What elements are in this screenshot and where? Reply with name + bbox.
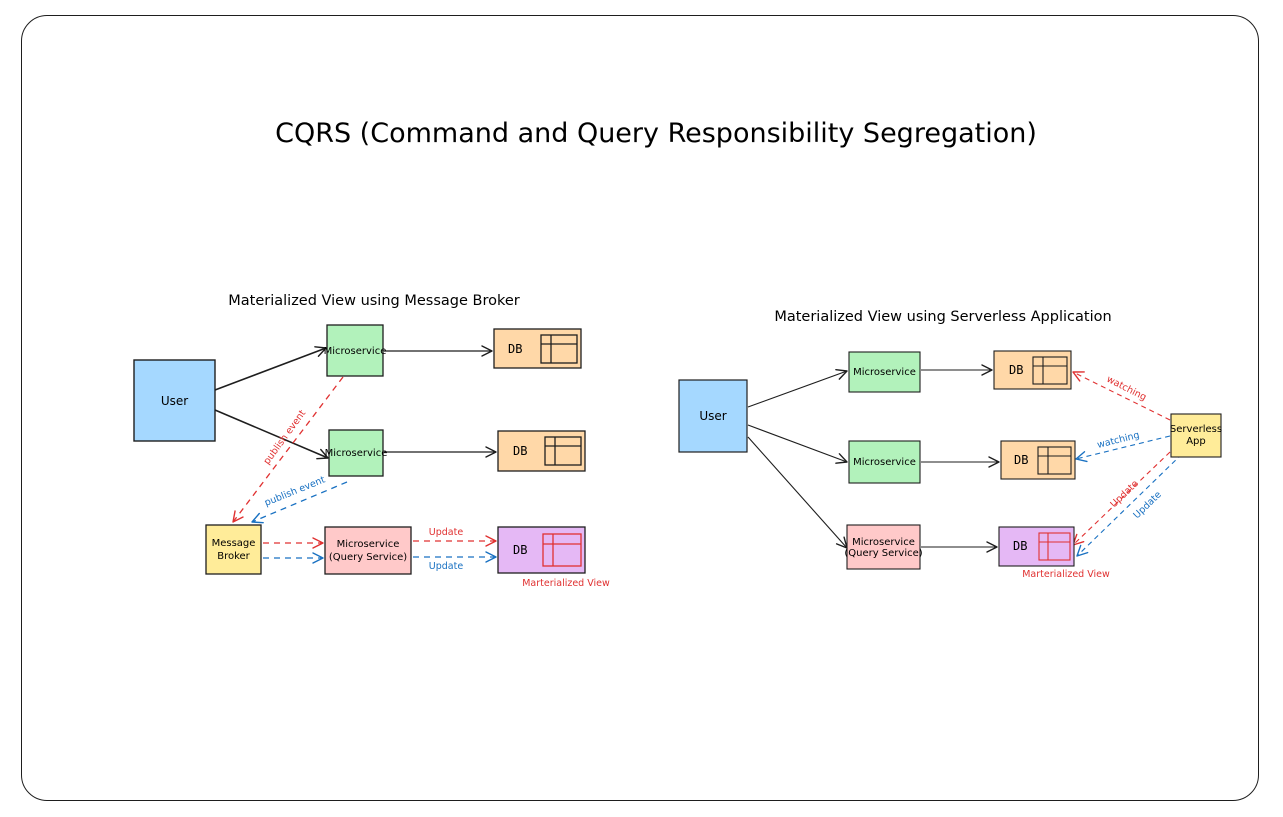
- table-icon: [1032, 356, 1068, 385]
- left-broker-label-2: Broker: [217, 551, 250, 562]
- left-query-service: Microservice (Query Service): [324, 526, 412, 575]
- table-icon: [544, 436, 582, 466]
- table-icon: [542, 533, 582, 567]
- right-ms-mid-label: Microservice: [853, 457, 916, 468]
- right-mv-caption: Marterialized View: [1022, 569, 1110, 580]
- edge-r-user-to-ms-top: [747, 369, 848, 408]
- right-db-view: DB: [998, 526, 1075, 567]
- left-db-mid: DB: [497, 430, 586, 472]
- left-microservice-mid: Microservice: [325, 429, 388, 477]
- left-query-label-1: Microservice: [337, 539, 400, 550]
- right-query-service: Microservice (Query Service): [844, 524, 923, 570]
- right-microservice-mid: Microservice: [848, 440, 921, 484]
- label-r-update-red: Update: [1108, 478, 1141, 510]
- right-query-label-1: Microservice: [852, 537, 915, 548]
- right-user-node: User: [678, 379, 748, 453]
- left-db-mid-label: DB: [513, 444, 527, 458]
- canvas-frame: [21, 15, 1259, 801]
- edge-r-watching-blue: [1075, 435, 1171, 463]
- right-db-top: DB: [993, 350, 1072, 390]
- label-update-blue: Update: [429, 561, 464, 572]
- edge-r-watching-red: [1072, 371, 1171, 421]
- left-ms-top-label: Microservice: [324, 346, 387, 357]
- edge-user-to-ms-mid: [214, 409, 329, 460]
- left-subtitle: Materialized View using Message Broker: [228, 293, 519, 309]
- right-serverless-app: Serverless App: [1170, 413, 1222, 458]
- right-serverless-label-1: Serverless: [1170, 424, 1222, 435]
- edge-r-user-to-query: [747, 436, 848, 549]
- left-mv-caption: Marterialized View: [522, 578, 610, 589]
- diagram-title: CQRS (Command and Query Responsibility S…: [275, 118, 1037, 149]
- table-icon: [1037, 446, 1072, 475]
- label-r-update-blue: Update: [1131, 489, 1164, 521]
- edge-publish-red: [232, 376, 344, 523]
- left-message-broker: Message Broker: [205, 524, 262, 575]
- left-broker-label-1: Message: [212, 538, 256, 549]
- left-db-top: DB: [493, 328, 582, 369]
- right-diagram: Materialized View using Serverless Appli…: [678, 309, 1222, 580]
- edge-user-to-ms-top: [214, 346, 327, 391]
- right-db-top-label: DB: [1009, 363, 1023, 377]
- right-microservice-top: Microservice: [848, 351, 921, 393]
- table-icon: [1038, 532, 1071, 561]
- left-user-label: User: [161, 394, 188, 408]
- edge-r-update-red: [1072, 451, 1171, 546]
- edge-r-user-to-ms-mid: [747, 424, 848, 464]
- right-db-view-label: DB: [1013, 539, 1027, 553]
- left-db-view: DB: [497, 526, 586, 574]
- right-serverless-label-2: App: [1186, 436, 1206, 447]
- right-db-mid-label: DB: [1014, 453, 1028, 467]
- left-microservice-top: Microservice: [324, 324, 387, 377]
- left-ms-mid-label: Microservice: [325, 448, 388, 459]
- edge-r-update-blue: [1076, 453, 1183, 557]
- right-user-label: User: [699, 409, 726, 423]
- right-subtitle: Materialized View using Serverless Appli…: [774, 309, 1111, 325]
- left-user-node: User: [133, 359, 216, 442]
- right-ms-top-label: Microservice: [853, 367, 916, 378]
- left-diagram: Materialized View using Message Broker p…: [133, 293, 610, 589]
- label-r-watching-blue: watching: [1096, 430, 1141, 451]
- right-query-label-2: (Query Service): [844, 548, 922, 559]
- left-query-label-2: (Query Service): [329, 552, 407, 563]
- left-db-view-label: DB: [513, 543, 527, 557]
- right-db-mid: DB: [1000, 440, 1076, 480]
- label-update-red: Update: [429, 527, 464, 538]
- table-icon: [540, 334, 578, 364]
- label-publish-red: publish event: [262, 408, 309, 467]
- left-db-top-label: DB: [508, 342, 522, 356]
